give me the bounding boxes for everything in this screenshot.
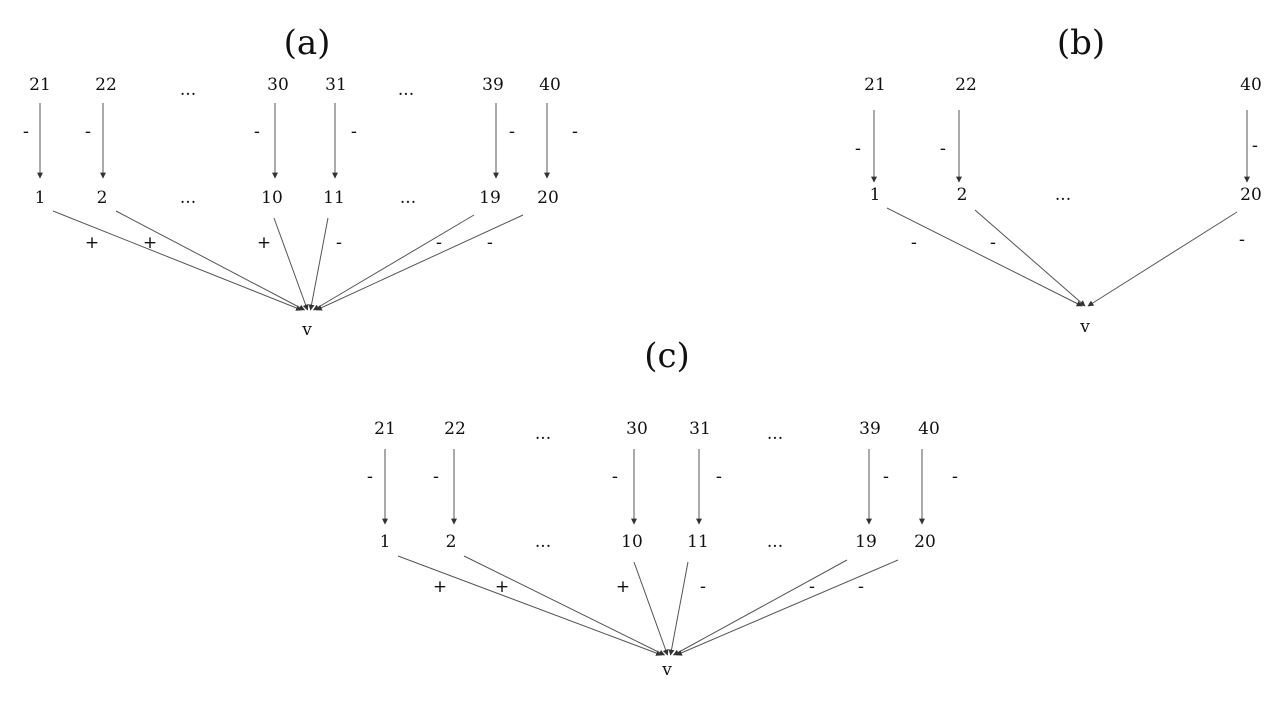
- middle-node-label: 2: [957, 185, 968, 205]
- middle-node-label: 10: [621, 532, 643, 552]
- output-edge-arrow: [115, 210, 306, 311]
- top-node-label: 30: [267, 75, 289, 95]
- edge-sign-label: +: [495, 577, 509, 597]
- middle-node-label: 19: [855, 532, 877, 552]
- output-edge-arrow: [273, 217, 309, 311]
- edge-sign-label: -: [85, 122, 91, 142]
- edge-sign-label: -: [700, 577, 706, 597]
- output-edge-arrow: [668, 561, 689, 656]
- middle-node-label: 11: [687, 532, 709, 552]
- edge-sign-label: +: [616, 577, 630, 597]
- middle-node-label: 1: [380, 532, 391, 552]
- middle-node-label: 2: [97, 188, 108, 208]
- edge-sign-label: -: [855, 139, 861, 159]
- edge-sign-label: -: [952, 467, 958, 487]
- top-node-label: 31: [325, 75, 347, 95]
- ellipsis-label: ...: [767, 532, 783, 552]
- top-node-label: 30: [626, 419, 648, 439]
- middle-node-label: 10: [261, 188, 283, 208]
- panel-c: (c) 21 22... 30 31... 39 40 - - - - - - 1 2... 10 11... 1…: [367, 336, 958, 680]
- panel-a: (a) 21 22... 30 31... 39 40 - - - - - - 1 2... 10 11... 1…: [23, 23, 578, 340]
- edge-sign-label: +: [143, 233, 157, 253]
- ellipsis-label: ...: [535, 424, 551, 444]
- middle-node-label: 19: [479, 188, 501, 208]
- edge-sign-label: -: [883, 467, 889, 487]
- edge-sign-label: -: [1252, 136, 1258, 156]
- output-edge-arrow: [397, 555, 663, 656]
- output-edge-arrow: [886, 207, 1083, 307]
- middle-node-label: 1: [870, 185, 881, 205]
- edge-sign-label: -: [367, 467, 373, 487]
- edge-sign-label: -: [1239, 230, 1245, 250]
- edge-sign-label: -: [572, 122, 578, 142]
- ellipsis-label: ...: [180, 188, 196, 208]
- top-node-label: 22: [955, 75, 977, 95]
- output-edge-arrow: [974, 209, 1086, 307]
- top-node-label: 21: [864, 75, 886, 95]
- edge-sign-label: -: [351, 122, 357, 142]
- edge-sign-label: -: [809, 577, 815, 597]
- top-node-label: 39: [482, 75, 504, 95]
- output-edge-arrow: [672, 559, 848, 656]
- edge-sign-label: -: [254, 122, 260, 142]
- edge-sign-label: -: [858, 577, 864, 597]
- top-node-label: 40: [539, 75, 561, 95]
- edge-sign-label: -: [487, 233, 493, 253]
- middle-node-label: 20: [914, 532, 936, 552]
- middle-node-label: 20: [537, 188, 559, 208]
- middle-node-label: 11: [323, 188, 345, 208]
- edge-sign-label: -: [940, 139, 946, 159]
- edge-sign-label: -: [612, 467, 618, 487]
- edge-sign-label: +: [85, 233, 99, 253]
- top-node-label: 40: [918, 419, 940, 439]
- output-edge-arrow: [52, 210, 303, 311]
- middle-node-label: 2: [446, 532, 457, 552]
- panel-title: (a): [284, 23, 331, 63]
- ellipsis-label: ...: [535, 532, 551, 552]
- top-node-label: 31: [689, 419, 711, 439]
- edge-sign-label: -: [433, 467, 439, 487]
- output-edge-arrow: [633, 561, 669, 656]
- edge-sign-label: +: [257, 233, 271, 253]
- output-edge-arrow: [1087, 211, 1238, 307]
- edge-sign-label: -: [509, 122, 515, 142]
- output-node-label: v: [301, 320, 312, 340]
- edge-sign-label: -: [911, 233, 917, 253]
- panel-b: (b) 21 22 40 - - - 1 2... 20 v - - -: [855, 23, 1262, 337]
- edge-sign-label: -: [336, 233, 342, 253]
- panel-title: (c): [644, 336, 690, 376]
- edge-sign-label: -: [436, 233, 442, 253]
- ellipsis-label: ...: [400, 188, 416, 208]
- panel-title: (b): [1057, 23, 1105, 63]
- output-edge-arrow: [675, 559, 899, 656]
- top-node-label: 21: [29, 75, 51, 95]
- ellipsis-label: ...: [1055, 185, 1071, 205]
- ellipsis-label: ...: [767, 424, 783, 444]
- ellipsis-label: ...: [180, 80, 196, 100]
- output-edge-arrow: [308, 217, 329, 311]
- output-edge-arrow: [315, 214, 524, 311]
- output-node-label: v: [661, 660, 672, 680]
- edge-sign-label: -: [990, 233, 996, 253]
- top-node-label: 22: [444, 419, 466, 439]
- top-node-label: 22: [95, 75, 117, 95]
- top-node-label: 21: [374, 419, 396, 439]
- middle-node-label: 20: [1240, 185, 1262, 205]
- output-edge-arrow: [463, 555, 666, 656]
- top-node-label: 40: [1240, 75, 1262, 95]
- edge-sign-label: -: [23, 122, 29, 142]
- middle-node-label: 1: [35, 188, 46, 208]
- ellipsis-label: ...: [398, 80, 414, 100]
- output-edge-arrow: [312, 214, 475, 311]
- edge-sign-label: -: [716, 467, 722, 487]
- output-node-label: v: [1079, 317, 1090, 337]
- top-node-label: 39: [859, 419, 881, 439]
- edge-sign-label: +: [433, 577, 447, 597]
